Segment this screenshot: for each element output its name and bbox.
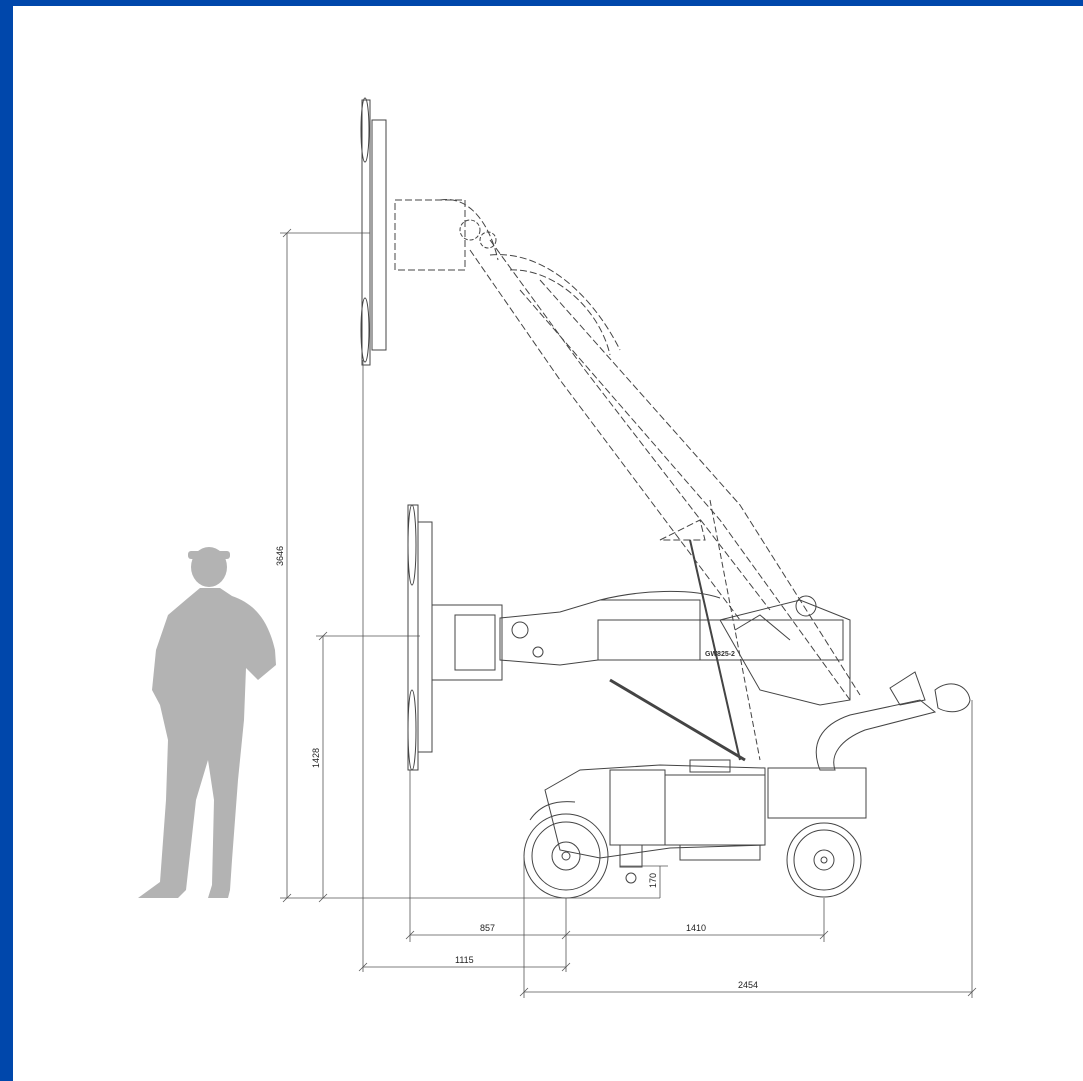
chassis	[544, 764, 766, 859]
dim-max-height: 3646	[275, 546, 285, 566]
control-box	[767, 767, 867, 819]
upper-boom-dashed	[394, 198, 861, 701]
model-label: GW825-2	[705, 651, 735, 658]
lower-boom	[499, 599, 701, 666]
dim-grip-height: 1428	[311, 748, 321, 768]
rear-wheel	[786, 822, 862, 898]
dimension-lines	[280, 228, 977, 998]
front-wheel	[523, 813, 609, 899]
human-silhouette	[138, 547, 276, 898]
tiller-arm	[815, 699, 937, 771]
dim-front-reach: 857	[480, 923, 495, 933]
machine-drawing	[360, 97, 971, 899]
frame-border-left	[0, 0, 13, 1081]
dim-ground-clearance: 170	[648, 873, 658, 888]
dim-overall-length: 2454	[738, 980, 758, 990]
dim-wheelbase: 1410	[686, 923, 706, 933]
frame-border-top	[0, 0, 1083, 6]
dim-reach-to-front-axle: 1115	[455, 955, 474, 965]
